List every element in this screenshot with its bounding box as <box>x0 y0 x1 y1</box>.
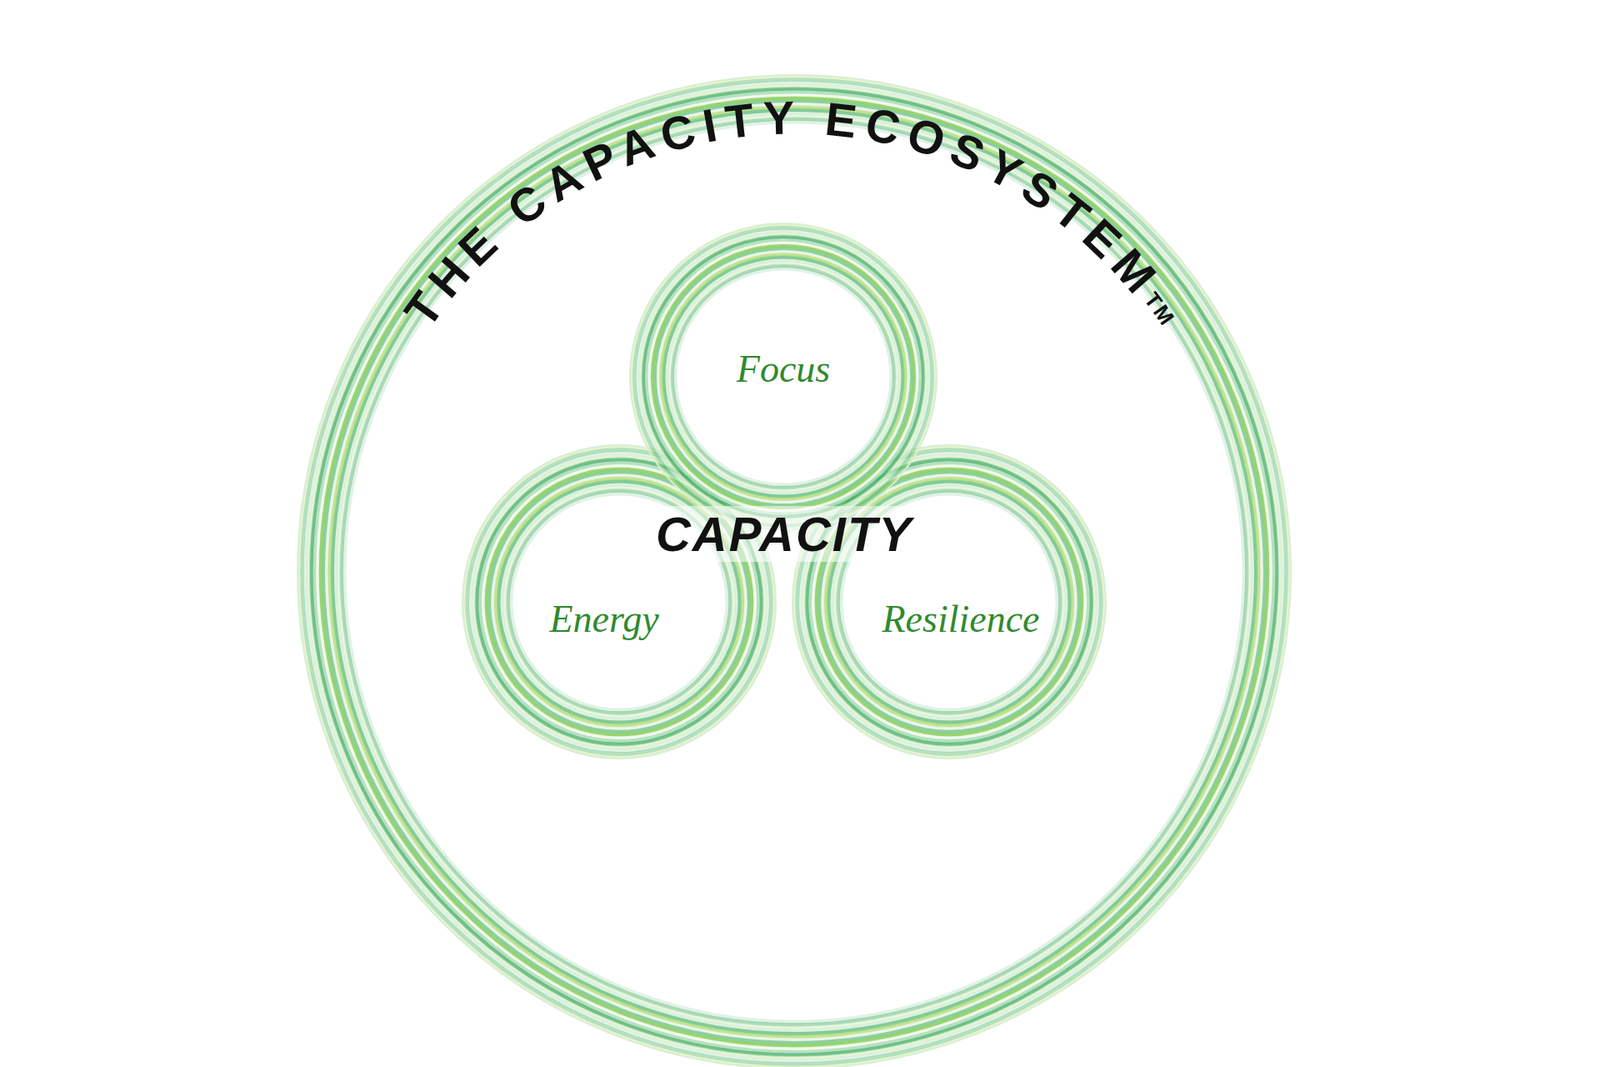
circle-label: Resilience <box>881 596 1040 641</box>
circle-ring <box>630 223 937 530</box>
ring-stroke <box>473 455 765 748</box>
ring-stroke <box>651 245 915 509</box>
ring-stroke <box>797 450 1102 755</box>
ring-stroke <box>810 462 1090 742</box>
ring-stroke <box>464 446 775 757</box>
center-label: CAPACITY <box>649 505 920 562</box>
ring-stroke <box>310 88 1277 1055</box>
ring-stroke <box>806 459 1092 745</box>
ring-stroke <box>663 256 904 497</box>
ring-stroke <box>305 82 1284 1061</box>
ring-edge <box>462 445 776 759</box>
ring-stroke <box>675 268 892 485</box>
circle-ring <box>792 445 1106 759</box>
ring-stroke <box>800 452 1098 750</box>
circle-center <box>676 270 890 484</box>
ring-stroke <box>631 225 936 530</box>
ring-stroke <box>672 265 895 489</box>
ring-stroke <box>794 446 1105 757</box>
ring-stroke <box>314 91 1275 1052</box>
circle-label: Focus <box>736 346 830 391</box>
ring-stroke <box>666 260 901 495</box>
ring-stroke <box>480 462 760 742</box>
ring-stroke <box>634 227 933 526</box>
ring-stroke <box>803 455 1095 748</box>
ring-stroke <box>657 250 910 503</box>
ring-stroke <box>643 236 925 518</box>
trademark: TM <box>1139 287 1180 331</box>
ring-edge <box>297 75 1291 1067</box>
ring-stroke <box>301 79 1286 1064</box>
ring-stroke <box>655 248 913 506</box>
ring-stroke <box>660 254 907 500</box>
ring-stroke <box>467 450 772 755</box>
ring-stroke <box>299 76 1290 1067</box>
ring-stroke <box>476 459 762 745</box>
capacity-circle: Focus <box>626 220 940 534</box>
ring-stroke <box>470 452 768 750</box>
ring-stroke <box>669 262 898 491</box>
ring-stroke <box>640 233 927 520</box>
circle-label: Energy <box>549 596 659 641</box>
ring-stroke <box>637 230 930 524</box>
ring-stroke <box>308 85 1281 1059</box>
ecosystem-ring <box>297 75 1291 1067</box>
ring-edge <box>792 445 1106 759</box>
ring-stroke <box>645 239 921 515</box>
circle-ring <box>462 445 776 759</box>
ring-stroke <box>649 242 919 512</box>
ring-edge <box>630 223 937 530</box>
